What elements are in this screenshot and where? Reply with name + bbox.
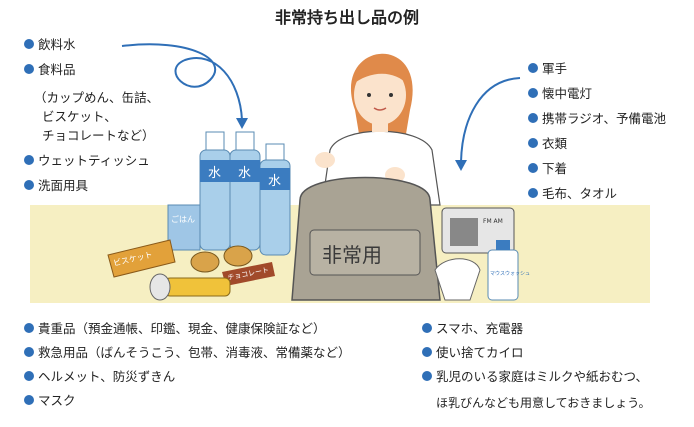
bullet-icon [24, 39, 34, 49]
list-item: 貴重品（預金通帳、印鑑、現金、健康保険証など） [24, 318, 351, 339]
bullet-icon [422, 323, 432, 333]
bullet-icon [528, 113, 538, 123]
bullet-icon [528, 188, 538, 198]
wash-label: マウスウォッシュ [490, 270, 530, 277]
list-item: 軍手 [528, 58, 666, 79]
list-item: 衣類 [528, 133, 666, 154]
left-items-list-2: ウェットティッシュ 洗面用具 [24, 150, 150, 196]
bullet-icon [24, 371, 34, 381]
list-item: スマホ、充電器 [422, 318, 648, 339]
list-item: 携帯ラジオ、予備電池 [528, 108, 666, 129]
list-item: 懐中電灯 [528, 83, 666, 104]
right-items-list: 軍手 懐中電灯 携帯ラジオ、予備電池 衣類 下着 毛布、タオル [528, 58, 666, 204]
bottom-right-continuation: ほ乳びんなども用意しておきましょう。 [436, 396, 651, 410]
bullet-icon [24, 347, 34, 357]
water-label-2: 水 [238, 166, 251, 181]
bullet-icon [24, 155, 34, 165]
biscuit-box: ビスケット [107, 239, 176, 278]
food-detail: （カップめん、缶詰、 ビスケット、 チョコレートなど） [34, 90, 160, 143]
bullet-icon [422, 347, 432, 357]
list-item: 救急用品（ばんそうこう、包帯、消毒液、常備薬など） [24, 342, 351, 363]
list-item: 乳児のいる家庭はミルクや紙おむつ、 [422, 366, 648, 387]
bullet-icon [528, 63, 538, 73]
water-bottles: 水 水 水 [199, 131, 291, 256]
left-items-list: 飲料水 食料品 [24, 34, 76, 80]
list-item: 下着 [528, 158, 666, 179]
bullet-icon [528, 88, 538, 98]
list-item: 使い捨てカイロ [422, 342, 648, 363]
right-arrow [460, 77, 521, 163]
bullet-icon [528, 138, 538, 148]
bag-label: 非常用 [322, 243, 382, 267]
water-label-1: 水 [208, 166, 221, 181]
bottom-right-list: スマホ、充電器 使い捨てカイロ 乳児のいる家庭はミルクや紙おむつ、 [422, 318, 648, 387]
person [315, 53, 441, 206]
list-item: マスク [24, 390, 351, 411]
list-item: ウェットティッシュ [24, 150, 150, 171]
page-title: 非常持ち出し品の例 [274, 8, 419, 27]
flashlight [149, 273, 231, 301]
gloves [434, 258, 481, 301]
bullet-icon [24, 180, 34, 190]
emergency-bag: 非常用 [291, 176, 441, 301]
water-label-3: 水 [268, 174, 281, 189]
rice-label: ごはん [171, 214, 195, 224]
list-item: 食料品 [24, 59, 76, 80]
list-item: 毛布、タオル [528, 183, 666, 204]
chocolate: チョコレート [222, 262, 275, 286]
bullet-icon [24, 395, 34, 405]
bullet-icon [24, 64, 34, 74]
bottom-left-list: 貴重品（預金通帳、印鑑、現金、健康保険証など） 救急用品（ばんそうこう、包帯、消… [24, 318, 351, 411]
list-item: 洗面用具 [24, 175, 150, 196]
mouthwash-bottle: マウスウォッシュ [487, 240, 530, 301]
list-item: 飲料水 [24, 34, 76, 55]
radio-label: FM AM [483, 218, 503, 225]
bullet-icon [528, 163, 538, 173]
bullet-icon [422, 371, 432, 381]
bullet-icon [24, 323, 34, 333]
list-item: ヘルメット、防災ずきん [24, 366, 351, 387]
rice-pack: ごはん [167, 204, 201, 251]
left-arrow [121, 43, 243, 121]
cans [190, 245, 253, 273]
